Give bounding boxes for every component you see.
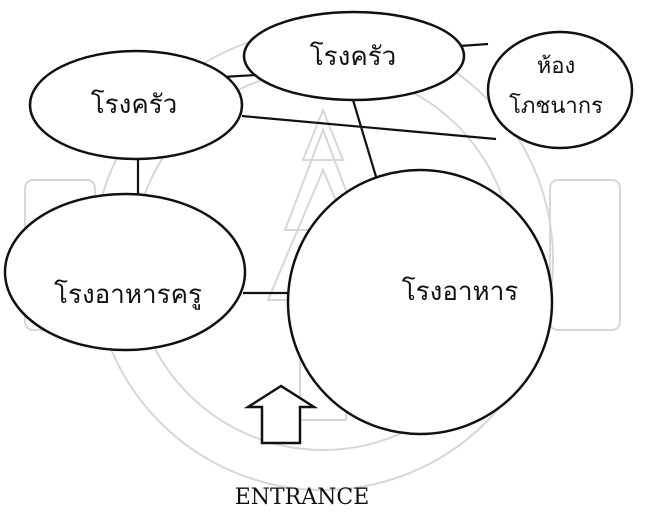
label-eating-room-line2: โภชนากร [509,93,603,119]
node-eating-room [488,32,632,148]
entrance-label: ENTRANCE [235,485,370,510]
label-canteen: โรงอาหาร [402,276,519,307]
node-teacher-canteen [5,194,245,350]
label-kitchen-center: โรงครัว [310,41,397,72]
label-teacher-canteen: โรงอาหารครู [54,279,202,310]
edge-kitchen-center-to-eating-room [460,44,488,46]
label-eating-room-line1: ห้อง [537,54,575,79]
edge-kitchen-center-to-canteen [353,100,377,180]
label-kitchen-left: โรงครัว [91,89,178,120]
entrance-arrow-icon [248,386,314,443]
